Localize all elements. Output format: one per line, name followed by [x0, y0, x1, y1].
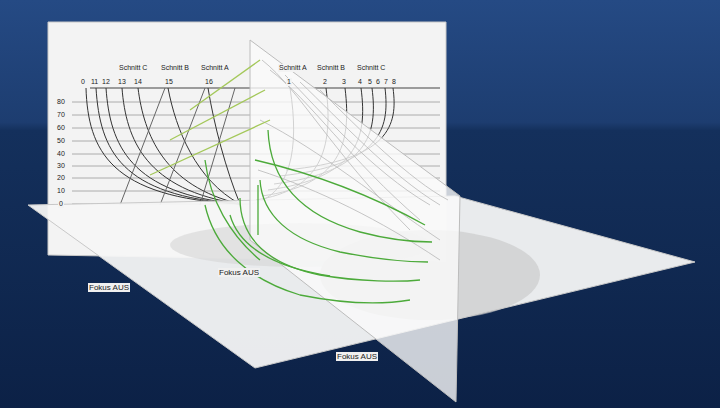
- station-number: 3: [341, 78, 347, 86]
- station-number: 8: [391, 78, 397, 86]
- station-number: 6: [375, 78, 381, 86]
- hull-lines: [150, 60, 432, 303]
- station-number: 1: [286, 78, 292, 86]
- focus-label: Fokus AUS: [88, 283, 130, 292]
- section-label: Schnitt B: [160, 64, 190, 72]
- centerline-plane: [250, 40, 460, 402]
- axis-number: 10: [56, 187, 66, 195]
- axis-number: 50: [56, 137, 66, 145]
- axis-number: 0: [58, 200, 64, 208]
- axis-number: 20: [56, 174, 66, 182]
- station-number: 2: [322, 78, 328, 86]
- axis-number: 30: [56, 162, 66, 170]
- axis-number: 80: [56, 98, 66, 106]
- station-number: 4: [357, 78, 363, 86]
- focus-label: Fokus AUS: [218, 268, 260, 277]
- station-number: 15: [164, 78, 174, 86]
- section-label: Schnitt B: [316, 64, 346, 72]
- station-number: 5: [367, 78, 373, 86]
- station-number: 11: [90, 78, 99, 86]
- section-label: Schnitt C: [356, 64, 386, 72]
- section-label: Schnitt A: [200, 64, 230, 72]
- station-number: 7: [383, 78, 389, 86]
- station-number: 16: [204, 78, 214, 86]
- axis-number: 40: [56, 150, 66, 158]
- hull-mesh: [258, 60, 448, 260]
- section-label: Schnitt A: [278, 64, 308, 72]
- station-number: 12: [101, 78, 111, 86]
- station-number: 14: [133, 78, 143, 86]
- focus-label: Fokus AUS: [336, 352, 378, 361]
- station-number: 0: [80, 78, 86, 86]
- section-label: Schnitt C: [118, 64, 148, 72]
- station-number: 13: [117, 78, 127, 86]
- axis-number: 70: [56, 111, 66, 119]
- station-curves: [86, 88, 240, 205]
- axis-number: 60: [56, 124, 66, 132]
